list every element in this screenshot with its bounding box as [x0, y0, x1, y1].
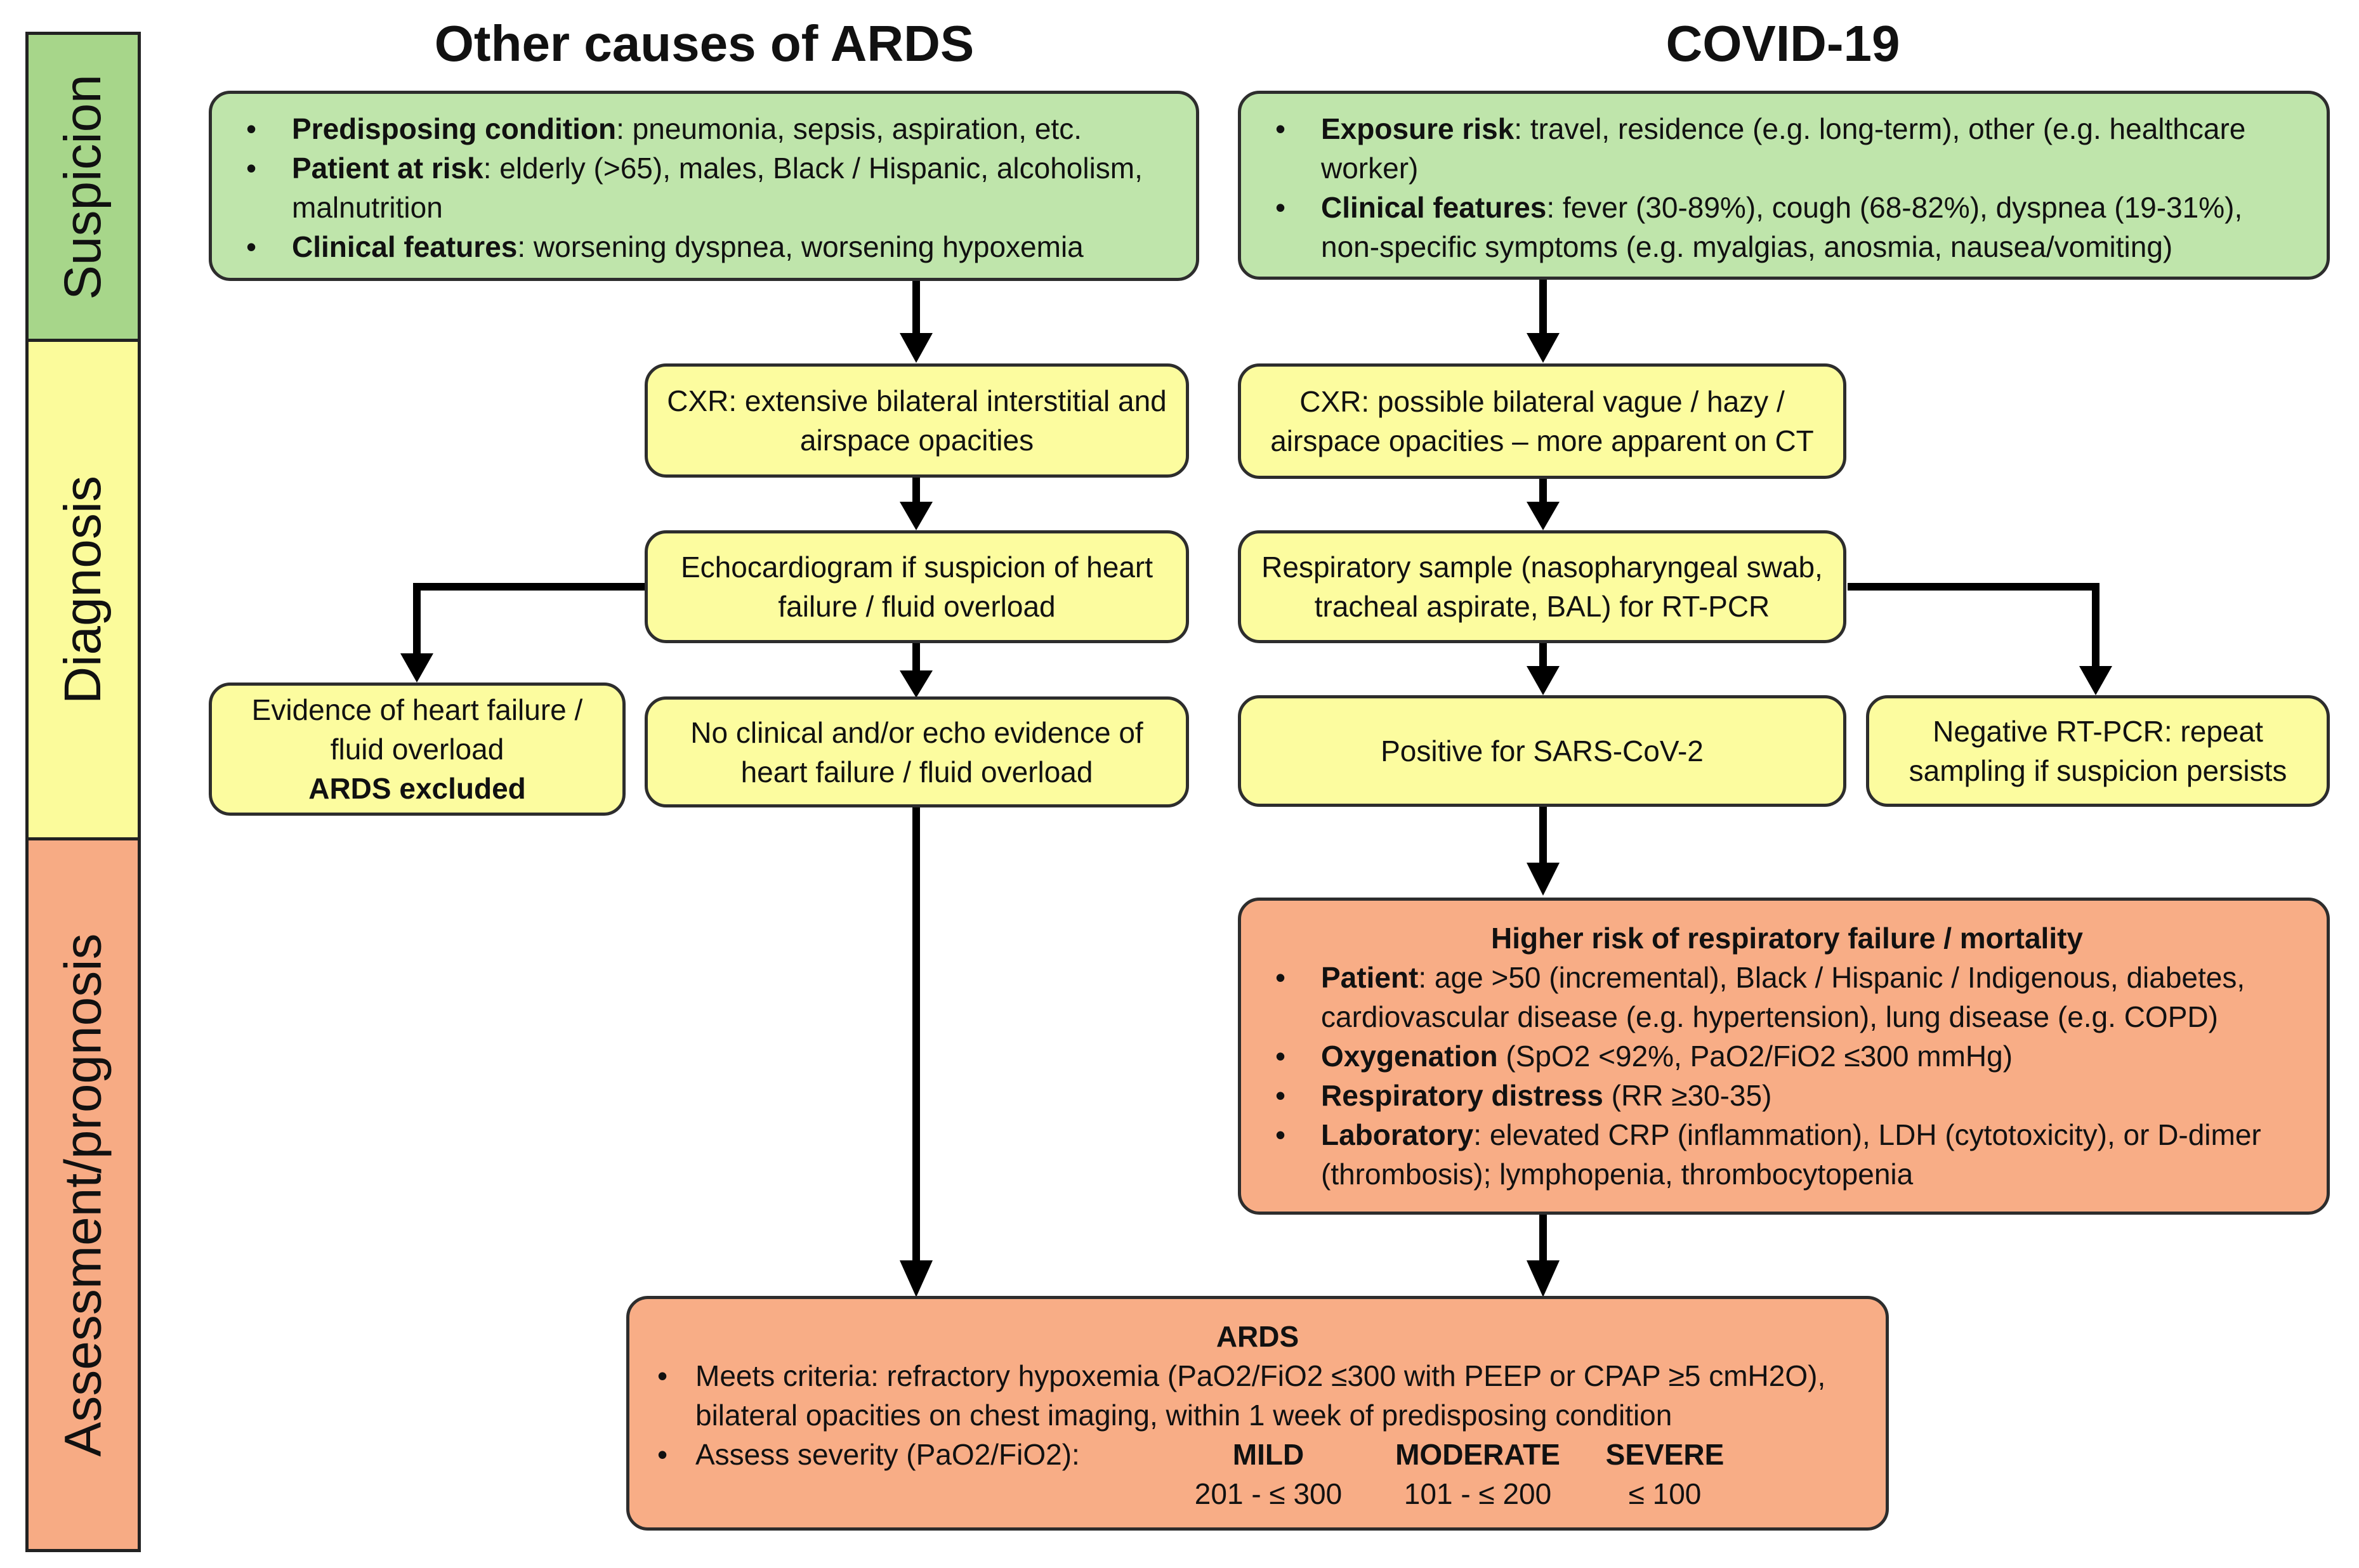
arrowhead-hf-evidence	[400, 653, 433, 683]
right-column-title: COVID-19	[1666, 15, 1900, 72]
arrow-sample-to-negative	[1848, 583, 2099, 669]
right-cxr-text: CXR: possible bilateral vague / hazy / a…	[1270, 385, 1814, 457]
high-risk-box: Higher risk of respiratory failure / mor…	[1238, 898, 2330, 1215]
respiratory-sample-box: Respiratory sample (nasopharyngeal swab,…	[1238, 530, 1846, 643]
heart-failure-evidence-box: Evidence of heart failure / fluid overlo…	[209, 683, 626, 816]
arrowhead-no-evidence	[900, 670, 933, 698]
left-cxr-box: CXR: extensive bilateral interstitial an…	[645, 363, 1189, 478]
no-evidence-box: No clinical and/or echo evidence of hear…	[645, 696, 1189, 807]
arrowhead-negative	[2079, 666, 2112, 695]
severity-mild-label: MILD	[1232, 1438, 1304, 1471]
risk-item: Laboratory: elevated CRP (inflammation),…	[1266, 1115, 2308, 1194]
positive-result-box: Positive for SARS-CoV-2	[1238, 695, 1846, 807]
left-cxr-text: CXR: extensive bilateral interstitial an…	[667, 384, 1167, 457]
arrowhead-positive	[1527, 666, 1560, 695]
arrowhead-ards-left	[900, 1260, 933, 1297]
arrowhead-left-cxr	[900, 333, 933, 363]
ards-criteria-item: Meets criteria: refractory hypoxemia (Pa…	[648, 1356, 1867, 1435]
left-suspicion-box: Predisposing condition: pneumonia, sepsi…	[209, 91, 1199, 281]
high-risk-title: Higher risk of respiratory failure / mor…	[1490, 922, 2084, 955]
left-suspicion-item: Clinical features: worsening dyspnea, wo…	[237, 227, 1177, 266]
left-column-title: Other causes of ARDS	[434, 15, 975, 72]
risk-item: Patient: age >50 (incremental), Black / …	[1266, 958, 2308, 1036]
arrowhead-ards-right	[1527, 1260, 1560, 1297]
echocardiogram-text: Echocardiogram if suspicion of heart fai…	[680, 551, 1153, 623]
arrowhead-right-cxr	[1527, 333, 1560, 363]
ards-box: ARDS Meets criteria: refractory hypoxemi…	[626, 1296, 1889, 1531]
arrowhead-right-sample	[1527, 502, 1560, 530]
right-suspicion-item: Exposure risk: travel, residence (e.g. l…	[1266, 109, 2308, 188]
respiratory-sample-text: Respiratory sample (nasopharyngeal swab,…	[1261, 551, 1823, 623]
left-suspicion-item: Patient at risk: elderly (>65), males, B…	[237, 148, 1177, 227]
stage-diagnosis: Diagnosis	[25, 339, 141, 840]
positive-result-text: Positive for SARS-CoV-2	[1381, 735, 1704, 768]
ards-excluded-text: ARDS excluded	[308, 772, 526, 805]
stage-suspicion: Suspicion	[25, 32, 141, 342]
right-cxr-box: CXR: possible bilateral vague / hazy / a…	[1238, 363, 1846, 479]
risk-item: Oxygenation (SpO2 <92%, PaO2/FiO2 ≤300 m…	[1266, 1036, 2308, 1076]
ards-title: ARDS	[1216, 1320, 1299, 1353]
negative-result-text: Negative RT-PCR: repeat sampling if susp…	[1909, 715, 2287, 787]
right-suspicion-box: Exposure risk: travel, residence (e.g. l…	[1238, 91, 2330, 280]
negative-result-box: Negative RT-PCR: repeat sampling if susp…	[1866, 695, 2330, 807]
heart-failure-evidence-text: Evidence of heart failure / fluid overlo…	[251, 693, 583, 766]
severity-moderate-label: MODERATE	[1395, 1438, 1560, 1471]
no-evidence-text: No clinical and/or echo evidence of hear…	[690, 715, 1143, 788]
left-suspicion-item: Predisposing condition: pneumonia, sepsi…	[237, 109, 1177, 148]
severity-lead-text: Assess severity (PaO2/FiO2):	[695, 1438, 1080, 1471]
arrowhead-left-echo	[900, 502, 933, 530]
severity-severe-label: SEVERE	[1605, 1438, 1725, 1471]
arrowhead-risk	[1527, 863, 1560, 896]
severity-mild-range: 201 - ≤ 300	[1194, 1477, 1343, 1510]
severity-moderate-range: 101 - ≤ 200	[1403, 1477, 1552, 1510]
echocardiogram-box: Echocardiogram if suspicion of heart fai…	[645, 530, 1189, 643]
severity-severe-range: ≤ 100	[1628, 1477, 1702, 1510]
ards-severity-item: Assess severity (PaO2/FiO2): MILD MODERA…	[648, 1435, 1867, 1513]
arrow-echo-to-hf-evidence	[413, 583, 645, 657]
right-suspicion-item: Clinical features: fever (30-89%), cough…	[1266, 188, 2308, 266]
risk-item: Respiratory distress (RR ≥30-35)	[1266, 1076, 2308, 1115]
stage-assessment: Assessment/prognosis	[25, 837, 141, 1552]
